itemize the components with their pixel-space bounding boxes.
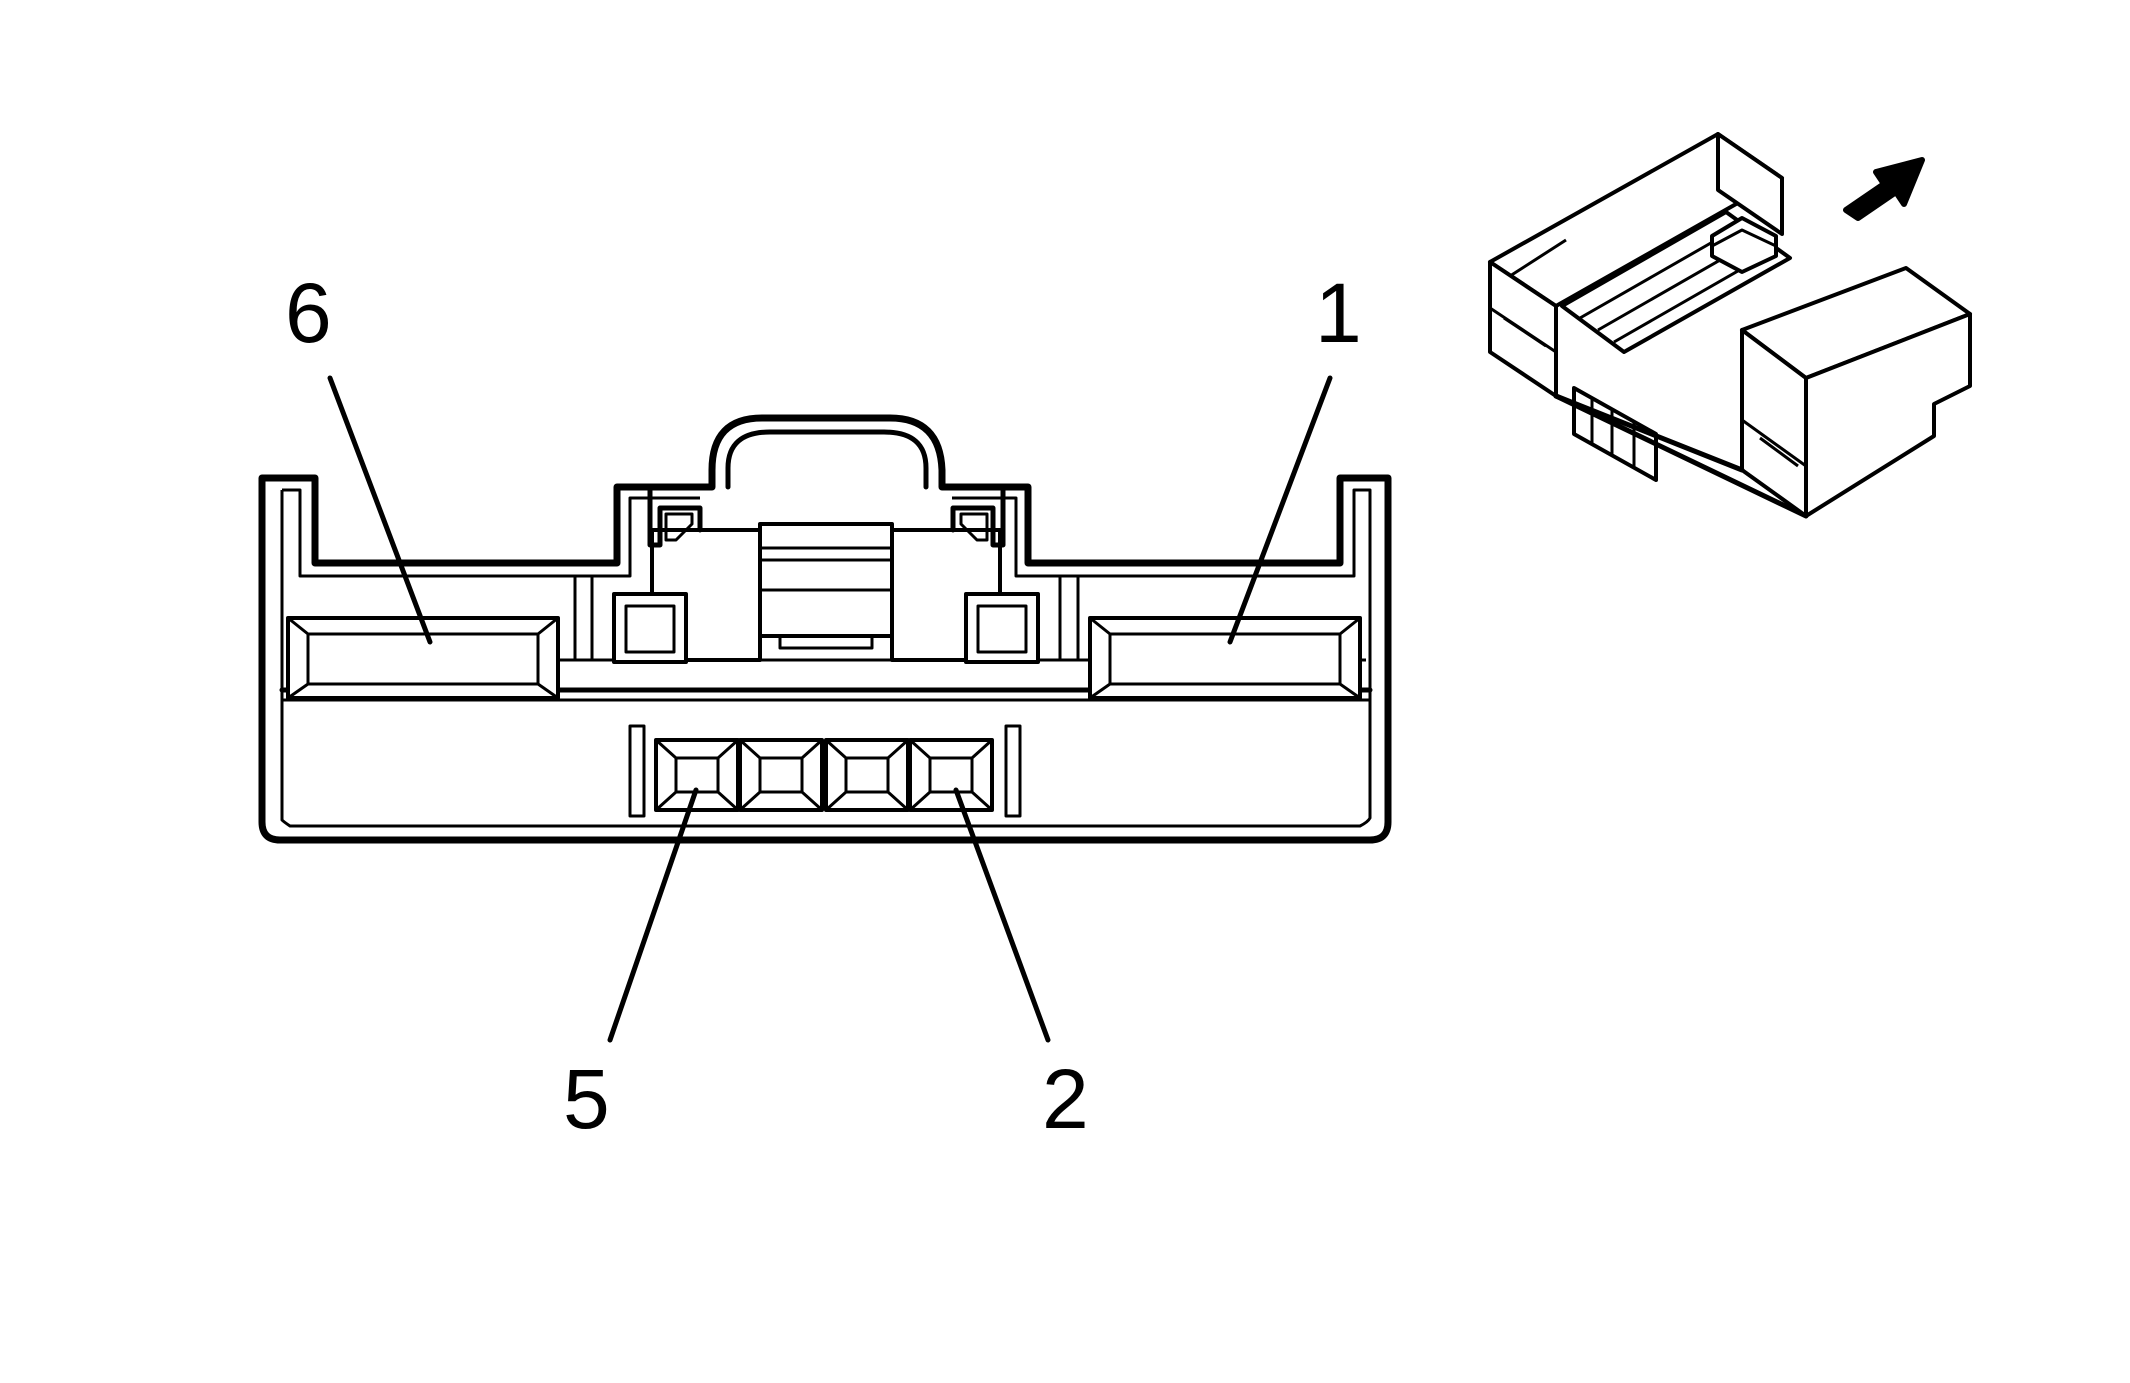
cavity-pin4 <box>738 738 824 812</box>
housing-outline <box>258 414 1392 844</box>
housing-inner-outline <box>280 488 1372 828</box>
cavity-row-end-left <box>628 724 646 818</box>
connector-face-view <box>258 414 1392 844</box>
arrow-up-right-icon <box>1843 157 1925 221</box>
cavity-pin1 <box>1088 616 1362 700</box>
cavity-pin3 <box>824 738 910 812</box>
leader-pin5 <box>607 787 699 1043</box>
cavity-pin5 <box>654 738 740 812</box>
latch-block-center <box>758 522 894 638</box>
leader-lines <box>327 375 1333 1043</box>
connector-isometric-icon <box>1488 132 1972 519</box>
leader-pin1 <box>1227 375 1333 645</box>
pin-label-6: 6 <box>285 266 332 360</box>
cavity-row-end-right <box>1004 724 1022 818</box>
leader-pin6 <box>327 375 433 645</box>
latch-handle <box>725 429 929 490</box>
cavity-pin6 <box>286 616 560 700</box>
cavity-pin2 <box>908 738 994 812</box>
leader-pin2 <box>953 787 1051 1043</box>
pin-label-5: 5 <box>563 1052 610 1146</box>
pin-label-1: 1 <box>1315 266 1362 360</box>
pin-label-2: 2 <box>1042 1052 1089 1146</box>
